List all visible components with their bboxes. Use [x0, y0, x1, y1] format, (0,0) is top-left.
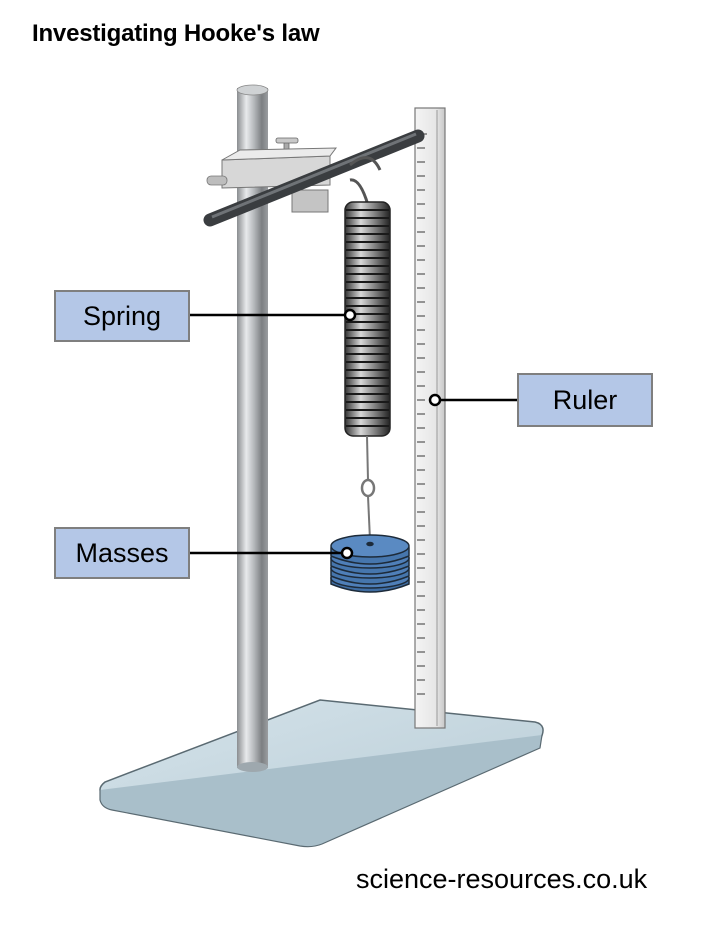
label-ruler: Ruler — [517, 373, 653, 427]
label-spring-text: Spring — [82, 300, 162, 331]
mass-hanger — [360, 435, 376, 541]
leader-lines — [188, 313, 518, 555]
hook — [349, 156, 382, 206]
source-credit: science-resources.co.uk — [356, 864, 648, 894]
clamp-bar — [203, 129, 425, 227]
retort-stand-rod — [236, 84, 269, 772]
base-plate — [99, 699, 544, 848]
leader-dots — [340, 308, 442, 560]
label-ruler-text: Ruler — [552, 384, 618, 415]
masses — [330, 534, 410, 593]
spring — [344, 201, 391, 437]
ruler — [414, 107, 446, 729]
ruler-ticks — [417, 133, 427, 695]
label-masses: Masses — [54, 527, 190, 579]
label-spring: Spring — [54, 290, 190, 342]
diagram-title: Investigating Hooke's law — [32, 20, 320, 47]
label-masses-text: Masses — [75, 537, 169, 568]
